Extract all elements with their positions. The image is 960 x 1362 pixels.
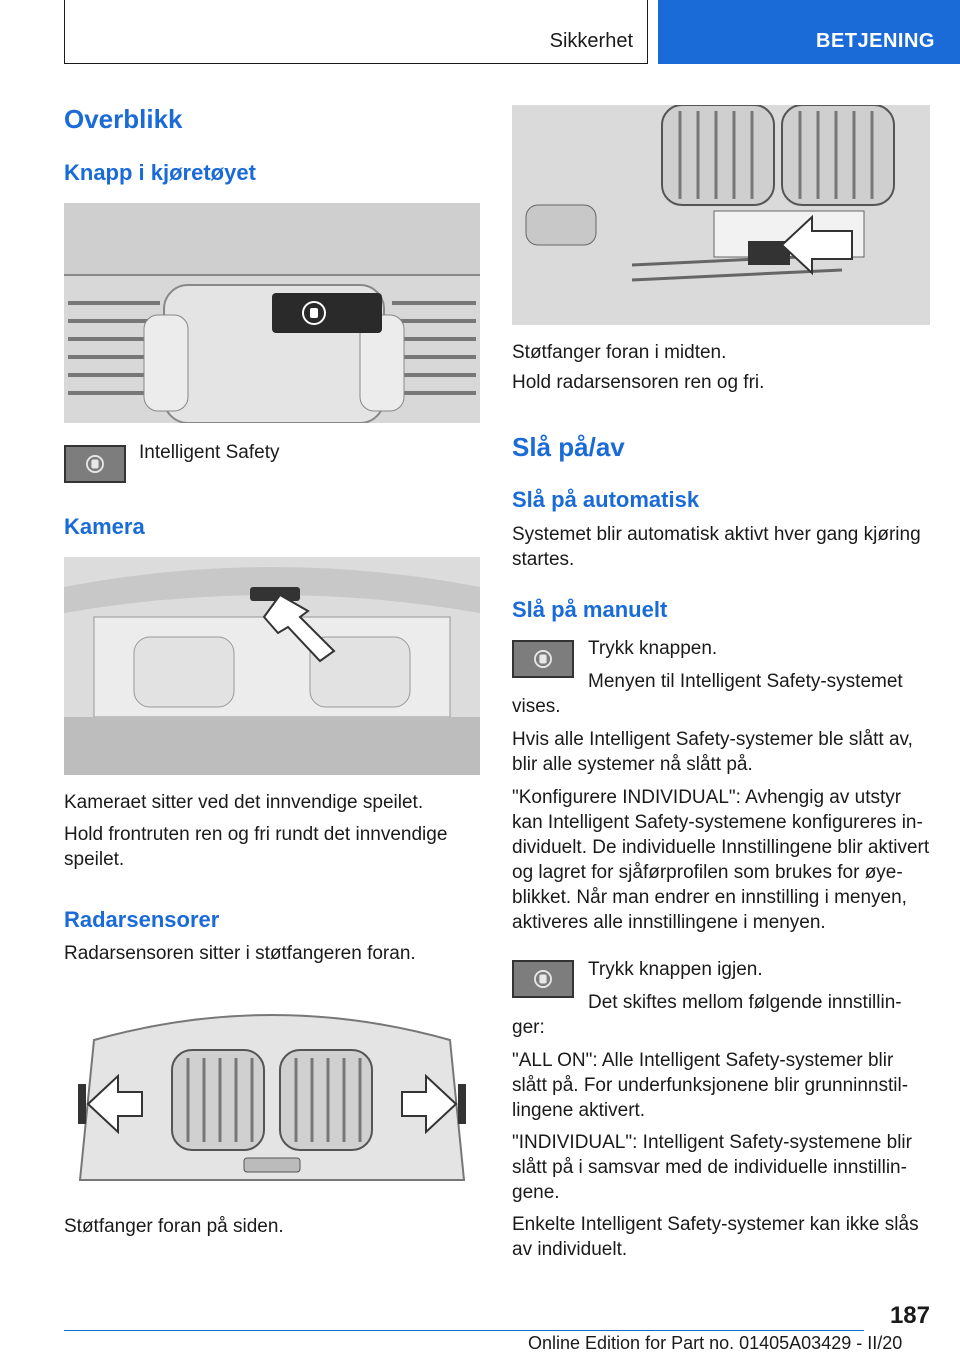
camera-interior-image (64, 557, 480, 775)
heading-radarsensorer: Radarsensorer (64, 907, 220, 932)
konfigurere-line-4: og lagret for sjåførprofilen som brukes … (512, 862, 903, 883)
manual-paragraph-2-line-2: vises. (512, 696, 561, 717)
intelligent-safety-button-icon (64, 445, 126, 483)
heading-sla-pa-manuelt: Slå på manuelt (512, 597, 668, 622)
all-on-line-2: slått på. For underfunksjonene blir grun… (512, 1075, 909, 1096)
igjen-paragraph-2-line-1: Det skiftes mellom følgende innstillin- (588, 992, 902, 1013)
konfigurere-line-5: blikket. Når man endrer en innstilling i… (512, 887, 907, 908)
konfigurere-line-2: kan Intelligent Safety-systemene konfigu… (512, 812, 923, 833)
button-caption: Intelligent Safety (139, 442, 280, 463)
kamera-paragraph-1: Kameraet sitter ved det innvendige speil… (64, 792, 424, 813)
footer-edition: Online Edition for Part no. 01405A03429 … (528, 1333, 903, 1353)
front-bumper-side-image (64, 980, 480, 1202)
heading-knapp: Knapp i kjøretøyet (64, 160, 256, 185)
heading-sla-pa-av: Slå på/av (512, 432, 625, 462)
radar-paragraph: Radarsensoren sitter i støtfangeren fora… (64, 943, 416, 964)
konfigurere-line-6: aktiveres alle innstillingene i menyen. (512, 912, 826, 933)
individual-line-3: gene. (512, 1182, 560, 1203)
side-bumper-caption: Støtfanger foran på siden. (64, 1216, 284, 1237)
individual-line-2: slått på i samsvar med de individuelle i… (512, 1157, 907, 1178)
manual-paragraph-1: Trykk knappen. (588, 638, 718, 659)
header-section-title: Sikkerhet (549, 30, 633, 52)
dashboard-button-image (64, 203, 480, 423)
konfigurere-line-3: dividuelt. De individuelle Innstillingen… (512, 837, 930, 858)
all-on-line-3: lingene aktivert. (512, 1100, 646, 1121)
enkelte-line-2: av individuelt. (512, 1239, 628, 1260)
konfigurere-line-1: "Konfigurere INDIVIDUAL": Avhengig av ut… (512, 787, 902, 808)
heading-sla-pa-automatisk: Slå på automatisk (512, 487, 700, 512)
auto-paragraph-line-2: startes. (512, 549, 575, 570)
header-section-box: Sikkerhet (64, 0, 648, 64)
heading-overblikk: Overblikk (64, 104, 183, 134)
page-number: 187 (889, 1302, 930, 1329)
intelligent-safety-button-icon (512, 960, 574, 998)
enkelte-line-1: Enkelte Intelligent Safety-systemer kan … (512, 1214, 919, 1235)
igjen-paragraph-2-line-2: ger: (512, 1017, 545, 1038)
manual-paragraph-3-line-1: Hvis alle Intelligent Safety-systemer bl… (512, 729, 913, 750)
manual-paragraph-3-line-2: blir alle systemer nå slått på. (512, 754, 753, 775)
manual-paragraph-2-line-1: Menyen til Intelligent Safety-systemet (588, 671, 903, 692)
kamera-paragraph-2-line-1: Hold frontruten ren og fri rundt det inn… (64, 824, 448, 845)
all-on-line-1: "ALL ON": Alle Intelligent Safety-system… (512, 1050, 894, 1071)
igjen-paragraph-1: Trykk knappen igjen. (588, 959, 763, 980)
header-chapter-label: BETJENING (816, 30, 935, 52)
header-chapter-tab[interactable]: BETJENING (658, 0, 960, 64)
intelligent-safety-button-icon (512, 640, 574, 678)
auto-paragraph-line-1: Systemet blir automatisk aktivt hver gan… (512, 524, 921, 545)
footer-divider (64, 1330, 864, 1331)
middle-bumper-paragraph: Hold radarsensoren ren og fri. (512, 372, 765, 393)
middle-bumper-caption: Støtfanger foran i midten. (512, 342, 727, 363)
individual-line-1: "INDIVIDUAL": Intelligent Safety-systeme… (512, 1132, 912, 1153)
heading-kamera: Kamera (64, 514, 145, 539)
front-bumper-middle-image (512, 105, 930, 325)
kamera-paragraph-2-line-2: speilet. (64, 849, 125, 870)
